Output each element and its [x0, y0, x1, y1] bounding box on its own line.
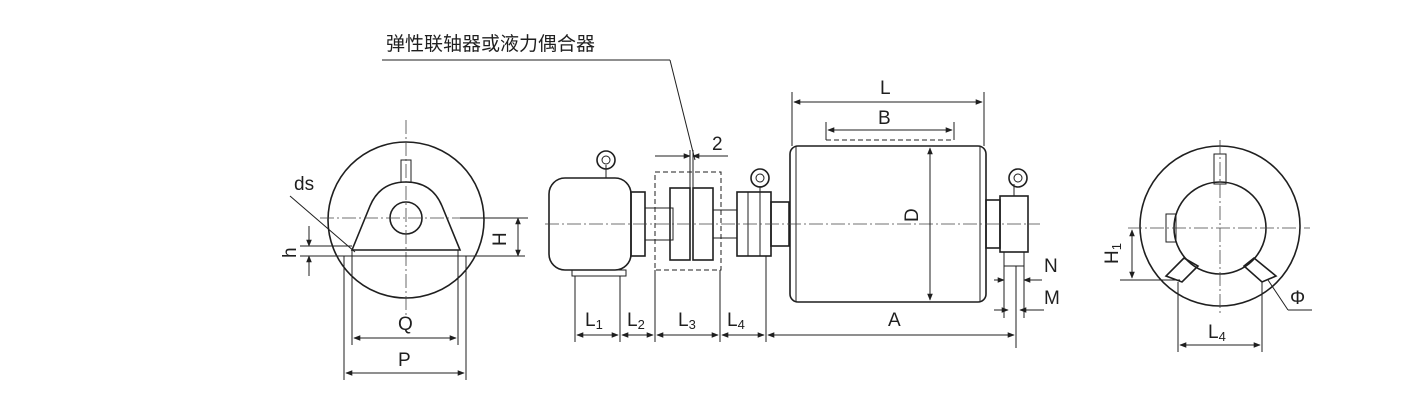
label-D: D	[902, 208, 923, 222]
coupling-caption: 弹性联轴器或液力偶合器	[386, 33, 595, 55]
ds-leader	[289, 195, 356, 253]
tail-bearing-foot	[1003, 251, 1025, 267]
label-B: B	[878, 108, 891, 129]
label-H1: H1	[1102, 243, 1124, 264]
right-foot-right	[1242, 256, 1278, 283]
label-N: N	[1044, 256, 1058, 277]
right-end-view	[1120, 140, 1312, 352]
tail-eyebolt-ring	[1008, 168, 1028, 188]
label-gap-2: 2	[712, 134, 723, 155]
drive-eyebolt-inner	[755, 173, 765, 183]
motor-eyebolt-inner	[601, 155, 611, 165]
label-L4-right: L4	[1208, 322, 1226, 344]
label-L1: L1	[585, 310, 603, 332]
label-P: P	[398, 350, 411, 371]
label-H: H	[490, 232, 511, 246]
label-A: A	[888, 310, 901, 331]
coupling-dashed-envelope	[654, 171, 722, 271]
motor-eyebolt-ring	[596, 150, 616, 170]
label-phi: Φ	[1290, 288, 1305, 309]
caption-leader	[669, 59, 696, 161]
label-M: M	[1044, 288, 1060, 309]
right-foot-left	[1164, 257, 1200, 283]
drive-eyebolt-ring	[750, 168, 770, 188]
label-h: h	[280, 247, 301, 258]
label-L3: L3	[678, 310, 696, 332]
label-L: L	[880, 78, 891, 99]
phi-leader	[1267, 279, 1289, 311]
label-L4: L4	[727, 310, 745, 332]
label-Q: Q	[398, 314, 413, 335]
left-end-view	[289, 120, 528, 380]
motor-feet	[571, 269, 627, 277]
tail-eyebolt-inner	[1013, 173, 1023, 183]
label-ds: ds	[294, 174, 314, 195]
side-view	[382, 59, 1044, 348]
label-L2: L2	[627, 310, 645, 332]
